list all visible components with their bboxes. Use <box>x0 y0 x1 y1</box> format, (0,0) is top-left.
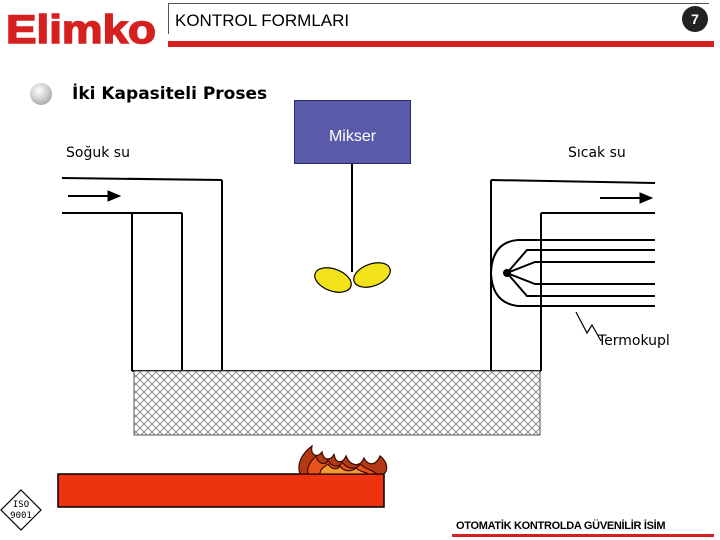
elimko-logo: Elimko <box>6 8 157 48</box>
page-title: KONTROL FORMLARI <box>175 11 350 30</box>
iso-line-1: ISO <box>12 500 30 510</box>
page-number-badge: 7 <box>682 6 708 32</box>
slide-subtitle: İki Kapasiteli Proses <box>72 84 268 104</box>
thermocouple <box>489 239 655 307</box>
footer-red-line <box>452 534 714 537</box>
liquid-layer <box>133 370 541 436</box>
header-frame <box>168 3 709 34</box>
impeller-icon <box>314 262 391 293</box>
cold-water-label: Soğuk su <box>66 145 130 161</box>
mixer-motor-box <box>294 100 411 164</box>
thermocouple-pointer <box>575 311 602 342</box>
flame-icon <box>298 444 388 475</box>
bullet-icon <box>30 83 52 105</box>
cold-water-pipe <box>61 177 223 371</box>
cold-water-arrow-icon <box>68 190 122 202</box>
thermocouple-label: Termokupl <box>598 333 670 349</box>
header-red-bar <box>168 41 714 47</box>
hot-water-arrow-icon <box>600 192 654 204</box>
thermocouple-tip-icon <box>503 269 511 277</box>
footer-slogan: OTOMATİK KONTROLDA GÜVENİLİR İSİM <box>456 520 666 532</box>
hot-water-label: Sıcak su <box>568 145 626 161</box>
iso-badge-text: ISO 9001 <box>4 500 38 522</box>
logo-text: Elimko <box>6 8 156 48</box>
iso-line-2: 9001 <box>10 511 32 521</box>
mixer-label: Mikser <box>328 128 377 145</box>
iso-badge-icon <box>0 489 42 531</box>
heater-plate <box>57 473 385 508</box>
